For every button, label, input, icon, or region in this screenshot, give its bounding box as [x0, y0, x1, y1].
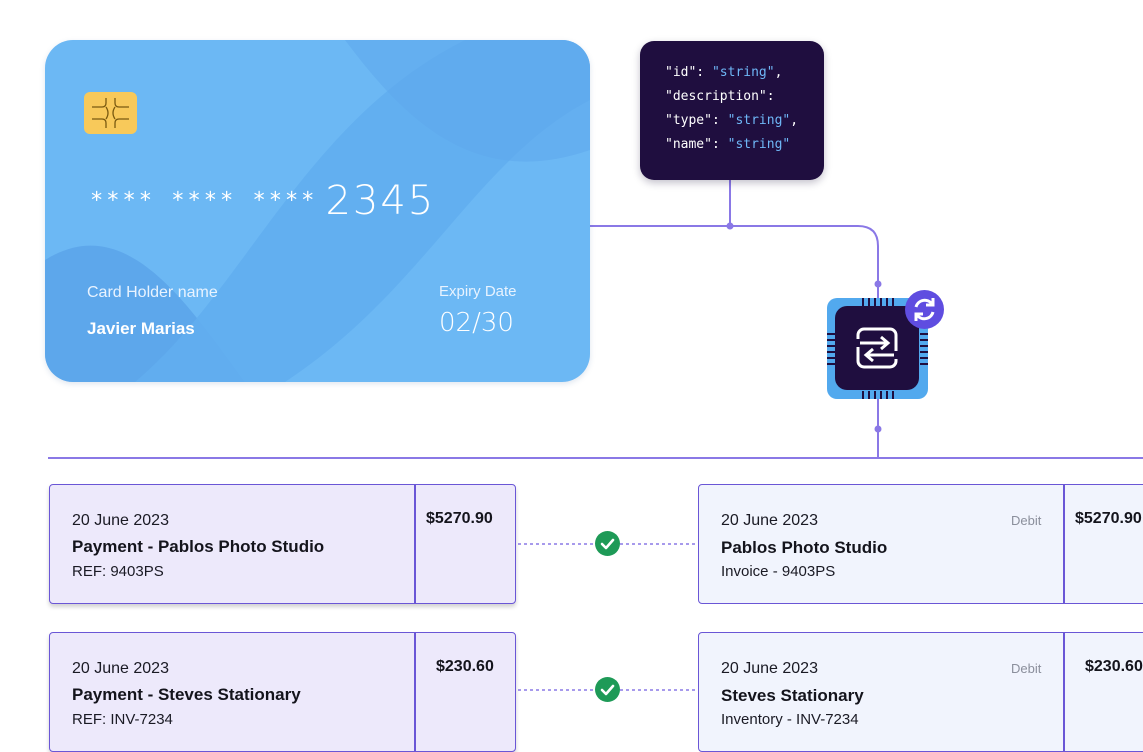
- invoice-title: Pablos Photo Studio: [721, 538, 888, 557]
- credit-card: **** **** **** 2345 Card Holder name Javi…: [45, 40, 590, 382]
- json-line: "type": "string",: [665, 113, 799, 128]
- invoice-type: Debit: [1011, 661, 1042, 676]
- json-line: "description":: [665, 89, 775, 104]
- json-schema-box: "id": "string", "description": "type": "…: [640, 41, 824, 180]
- card-to-hub-connector: [590, 225, 879, 298]
- invoice-type: Debit: [1011, 513, 1042, 528]
- card-number-masked: **** **** ****: [90, 188, 318, 214]
- invoice-card[interactable]: 20 June 2023 Debit Steves Stationary Inv…: [698, 632, 1143, 752]
- transaction-title: Payment - Steves Stationary: [72, 685, 301, 704]
- connector-lines: [48, 180, 1143, 691]
- transaction-ref: REF: 9403PS: [72, 563, 164, 580]
- card-holder-label: Card Holder name: [87, 284, 218, 301]
- transfer-arrows-icon: [835, 306, 919, 390]
- invoice-card[interactable]: 20 June 2023 Debit Pablos Photo Studio I…: [698, 484, 1143, 604]
- card-number-last4: 2345: [325, 178, 436, 224]
- invoice-title: Steves Stationary: [721, 686, 864, 705]
- json-line: "name": "string": [665, 137, 791, 152]
- invoice-ref: Inventory - INV-7234: [721, 711, 859, 728]
- expiry-value: 02/30: [439, 308, 514, 338]
- transaction-card[interactable]: 20 June 2023 Payment - Pablos Photo Stud…: [49, 484, 516, 604]
- check-icon: [595, 531, 620, 556]
- invoice-ref: Invoice - 9403PS: [721, 563, 836, 580]
- transaction-card[interactable]: 20 June 2023 Payment - Steves Stationary…: [49, 632, 516, 752]
- transaction-date: 20 June 2023: [72, 512, 169, 529]
- reconciliation-hub: [827, 290, 944, 399]
- card-number: **** **** **** 2345: [90, 178, 435, 224]
- invoice-date: 20 June 2023: [721, 512, 818, 529]
- sync-icon: [905, 290, 944, 329]
- hub-bottom-dot: [874, 425, 882, 433]
- invoice-amount: $5270.90: [1075, 510, 1142, 527]
- card-divider: [1063, 485, 1065, 603]
- check-icon: [595, 677, 620, 702]
- transaction-date: 20 June 2023: [72, 660, 169, 677]
- card-divider: [1063, 633, 1065, 751]
- invoice-date: 20 June 2023: [721, 660, 818, 677]
- card-divider: [414, 633, 416, 751]
- card-holder-name: Javier Marias: [87, 319, 195, 338]
- json-join-dot: [726, 222, 734, 230]
- json-line: "id": "string",: [665, 65, 783, 80]
- card-chip-icon: [84, 92, 137, 134]
- transaction-amount: $230.60: [436, 658, 494, 675]
- invoice-amount: $230.60: [1085, 658, 1143, 675]
- card-divider: [414, 485, 416, 603]
- hub-top-dot: [874, 280, 882, 288]
- card-background-waves: [45, 40, 590, 382]
- transaction-amount: $5270.90: [426, 510, 493, 527]
- transaction-ref: REF: INV-7234: [72, 711, 173, 728]
- expiry-label: Expiry Date: [439, 283, 517, 300]
- transaction-title: Payment - Pablos Photo Studio: [72, 537, 325, 556]
